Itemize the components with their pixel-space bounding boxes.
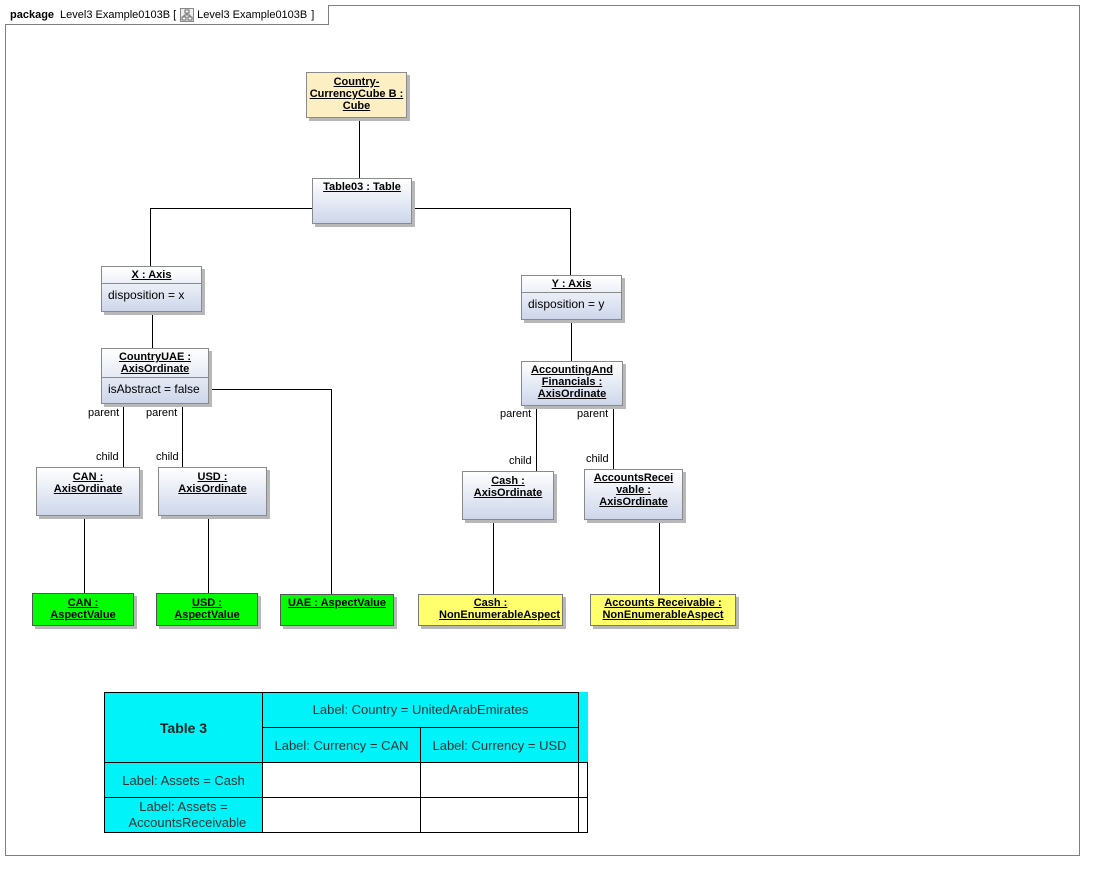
can-ordinate-node[interactable]: CAN : AxisOrdinate	[36, 467, 140, 516]
cash-nonenumerable-title: Cash : NonEnumerableAspect	[439, 597, 561, 621]
role-label-child: child	[509, 455, 532, 467]
role-label-child: child	[586, 453, 609, 465]
countryuae-node[interactable]: CountryUAE : AxisOrdinate isAbstract = f…	[101, 348, 209, 404]
fact-cell	[262, 762, 421, 798]
frame-bracket-close: ]	[311, 8, 315, 21]
frame-keyword: package	[10, 8, 55, 21]
frame-diagram-name: Level3 Example0103B	[197, 8, 308, 21]
role-label-parent: parent	[500, 408, 532, 420]
ar-ordinate-node[interactable]: AccountsRecei vable : AxisOrdinate	[584, 469, 683, 520]
fact-cell	[420, 762, 579, 798]
table-node[interactable]: Table03 : Table	[312, 178, 412, 224]
edge-countryuae-uae	[209, 389, 332, 594]
role-label-parent: parent	[146, 407, 178, 419]
countryuae-isabstract: isAbstract = false	[102, 377, 208, 400]
edge-table-y	[411, 208, 571, 275]
accfin-title: AccountingAnd Financials : AxisOrdinate	[531, 364, 613, 400]
countryuae-title: CountryUAE : AxisOrdinate	[118, 351, 192, 375]
usd-ordinate-title: USD : AxisOrdinate	[178, 471, 247, 495]
usd-aspectvalue-title: USD : AspectValue	[174, 597, 240, 621]
can-ordinate-title: CAN : AxisOrdinate	[53, 471, 123, 495]
fact-cell	[262, 797, 421, 833]
ar-nonenumerable-title: Accounts Receivable : NonEnumerableAspec…	[602, 597, 724, 621]
role-label-child: child	[156, 451, 179, 463]
role-label-parent: parent	[88, 407, 120, 419]
usd-aspectvalue-node[interactable]: USD : AspectValue	[156, 593, 258, 626]
ar-ordinate-title: AccountsRecei vable : AxisOrdinate	[593, 472, 674, 508]
package-frame	[5, 5, 1080, 856]
row-header-ar: Label: Assets = AccountsReceivable	[104, 797, 263, 833]
frame-header: package Level3 Example0103B [ Level3 Exa…	[5, 5, 330, 25]
uae-aspectvalue-title: UAE : AspectValue	[287, 597, 386, 609]
currency-can-cell: Label: Currency = CAN	[262, 727, 421, 763]
fact-cell	[578, 762, 588, 798]
country-header-cell: Label: Country = UnitedArabEmirates	[262, 692, 579, 728]
table-corner-cell: Table 3	[104, 692, 263, 763]
cash-ordinate-node[interactable]: Cash : AxisOrdinate	[462, 471, 554, 520]
x-axis-disposition: disposition = x	[102, 283, 201, 306]
row-header-cash: Label: Assets = Cash	[104, 762, 263, 798]
accfin-node[interactable]: AccountingAnd Financials : AxisOrdinate	[521, 361, 623, 406]
fact-cell	[420, 797, 579, 833]
usd-ordinate-node[interactable]: USD : AxisOrdinate	[158, 467, 267, 516]
x-axis-node[interactable]: X : Axis disposition = x	[101, 266, 202, 312]
currency-usd-cell: Label: Currency = USD	[420, 727, 579, 763]
frame-bracket-open: [	[173, 8, 177, 21]
uae-aspectvalue-node[interactable]: UAE : AspectValue	[280, 594, 394, 626]
row-header-ar-label: Label: Assets = AccountsReceivable	[128, 799, 247, 830]
ar-nonenumerable-node[interactable]: Accounts Receivable : NonEnumerableAspec…	[590, 594, 736, 626]
cube-node[interactable]: Country-CurrencyCube B : Cube	[306, 72, 407, 118]
y-axis-title: Y : Axis	[551, 278, 592, 290]
can-aspectvalue-title: CAN : AspectValue	[50, 597, 116, 621]
x-axis-title: X : Axis	[131, 269, 172, 281]
cash-ordinate-title: Cash : AxisOrdinate	[473, 475, 543, 499]
class-diagram-icon[interactable]	[180, 7, 195, 22]
cash-nonenumerable-node[interactable]: Cash : NonEnumerableAspect	[418, 594, 563, 626]
table-node-title: Table03 : Table	[323, 181, 401, 193]
role-label-child: child	[96, 451, 119, 463]
edge-table-x	[150, 208, 312, 266]
role-label-parent: parent	[577, 408, 609, 420]
fact-cell	[578, 797, 588, 833]
currency-can-label: Label: Currency = CAN	[274, 737, 409, 753]
y-axis-node[interactable]: Y : Axis disposition = y	[521, 275, 622, 320]
cube-node-title: Country-CurrencyCube B : Cube	[309, 76, 404, 112]
rendered-table: Table 3 Label: Country = UnitedArabEmira…	[104, 692, 588, 833]
can-aspectvalue-node[interactable]: CAN : AspectValue	[32, 593, 134, 626]
y-axis-disposition: disposition = y	[522, 292, 621, 315]
frame-name: Level3 Example0103B	[60, 8, 171, 21]
